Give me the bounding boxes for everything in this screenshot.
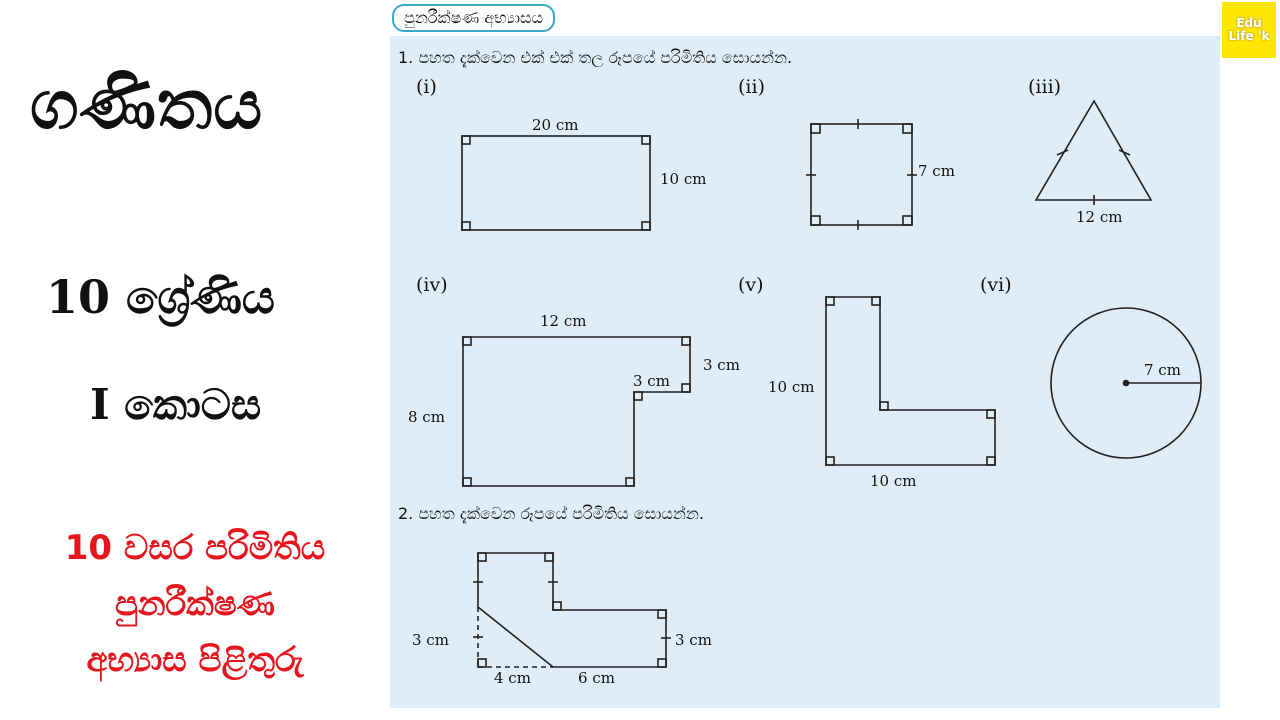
dim-iv-right: 3 cm xyxy=(703,356,740,374)
dim-v-left: 10 cm xyxy=(768,378,815,396)
red-heading-line-1: 10 වසර පරිමිතිය xyxy=(64,528,326,568)
label-iv: (iv) xyxy=(416,274,448,296)
figure-iii-triangle xyxy=(1034,99,1153,205)
worksheet-panel xyxy=(390,36,1220,708)
dim-iv-left: 8 cm xyxy=(408,408,445,426)
dim-iv-step: 3 cm xyxy=(633,372,670,390)
figure-v-l-shape xyxy=(825,296,996,466)
dim-i-top: 20 cm xyxy=(532,116,579,134)
figure-vi-circle xyxy=(1050,307,1202,459)
label-iii: (iii) xyxy=(1028,76,1062,98)
dim-q2-bottom: 6 cm xyxy=(578,669,615,687)
edu-life-logo: Edu Life 'k xyxy=(1222,2,1276,58)
question-1: 1. පහත දැක්වෙන එක් එක් තල රූපයේ පරිමිතිය… xyxy=(398,48,793,67)
part-label: I කොටස xyxy=(90,380,262,429)
dim-v-bottom: 10 cm xyxy=(870,472,917,490)
red-heading-line-3: අභ්‍යාස පිළිතුරු xyxy=(86,640,304,680)
label-ii: (ii) xyxy=(738,76,765,98)
figure-q2-shape xyxy=(473,552,671,668)
logo-line-1: Edu xyxy=(1236,16,1262,30)
figure-i-rectangle xyxy=(461,135,651,231)
dim-q2-right: 3 cm xyxy=(675,631,712,649)
dim-i-right: 10 cm xyxy=(660,170,707,188)
dim-vi-radius: 7 cm xyxy=(1144,361,1181,379)
subject-title: ගණිතය xyxy=(30,66,264,145)
figure-iv-shape xyxy=(462,336,691,487)
dim-q2-dash: 4 cm xyxy=(494,669,531,687)
section-tab: පුනරීක්ෂණ අභ්‍යාසය xyxy=(392,4,556,32)
dim-ii-right: 7 cm xyxy=(918,162,955,180)
dim-iii-bottom: 12 cm xyxy=(1076,208,1123,226)
label-i: (i) xyxy=(416,76,437,98)
label-vi: (vi) xyxy=(980,274,1012,296)
red-heading-line-2: පුනරීක්ෂණ xyxy=(115,584,275,624)
label-v: (v) xyxy=(738,274,764,296)
question-2: 2. පහත දැක්වෙන රූපයේ පරිමිතිය සොයන්න. xyxy=(398,504,704,523)
grade-label: 10 ශ්‍රේණිය xyxy=(46,270,275,324)
logo-line-2: Life 'k xyxy=(1228,29,1270,43)
dim-q2-left: 3 cm xyxy=(412,631,449,649)
figure-ii-square xyxy=(806,119,917,230)
dim-iv-top: 12 cm xyxy=(540,312,587,330)
